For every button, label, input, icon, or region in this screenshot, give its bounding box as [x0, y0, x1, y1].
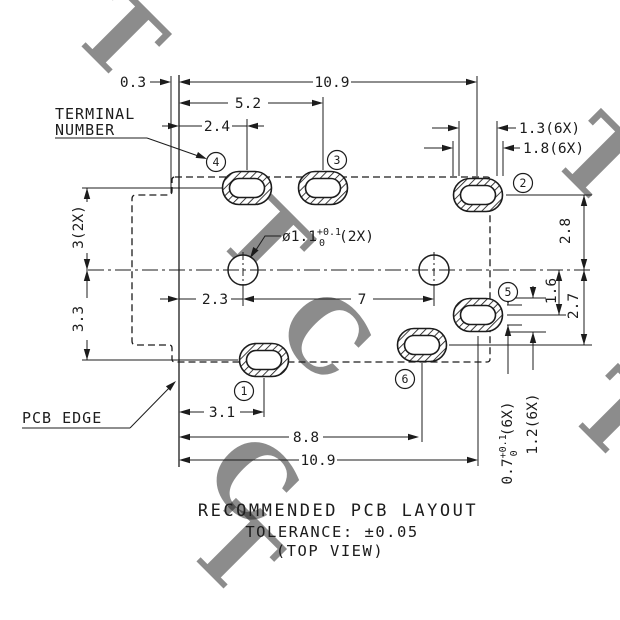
pad-slot-1 — [245, 349, 283, 371]
dim-slot-width: 1.3(6X) — [519, 121, 580, 137]
dimension-arrow — [168, 295, 179, 303]
watermark-letter: T — [549, 347, 620, 483]
dimension-arrow — [580, 334, 588, 345]
dimension-arrow — [83, 270, 91, 281]
dimension-arrow — [179, 433, 190, 441]
dimension-arrow — [555, 304, 563, 315]
dim-pad-width: 1.8(6X) — [523, 141, 584, 157]
dimension-arrow — [423, 295, 434, 303]
watermark-letter: C — [255, 265, 395, 405]
terminal-circle-1 — [233, 380, 255, 402]
terminal-number-label: TERMINAL — [55, 105, 135, 123]
dimension-arrow — [168, 122, 179, 130]
dimension-arrow — [580, 270, 588, 281]
terminal-number-leader — [146, 137, 205, 159]
dimension-lines — [22, 78, 588, 464]
dim-hole-pitch: 7 — [358, 292, 367, 308]
solder-pads — [221, 170, 504, 378]
dim-top-width: 10.9 — [315, 75, 350, 91]
dim-pad6-y: 2.7 — [566, 293, 582, 319]
terminal-number: 3 — [334, 153, 341, 167]
tspan: +0.1 — [498, 434, 509, 458]
dimension-arrow — [83, 188, 91, 199]
pad-slot-2 — [459, 184, 497, 206]
dim-row-bottom: 3.3 — [71, 306, 87, 332]
terminal-circle-6 — [394, 368, 416, 390]
dimension-arrow — [83, 349, 91, 360]
watermark-letter: T — [532, 92, 620, 228]
dimension-arrow — [466, 78, 477, 86]
terminal-number: 5 — [505, 285, 512, 299]
terminal-circles: 1 2 3 4 5 6 — [205, 149, 534, 402]
tspan: (2X) — [339, 229, 374, 245]
terminal-number: 2 — [520, 176, 527, 190]
dimension-arrow — [408, 433, 419, 441]
pad-slot-4 — [228, 177, 266, 199]
dim-pad2-y: 2.8 — [558, 218, 574, 244]
tspan: (6X) — [500, 401, 516, 436]
component-outline — [131, 176, 491, 363]
dimension-arrow — [448, 124, 459, 132]
dimension-arrow — [503, 144, 514, 152]
pcb-edge-leader — [129, 383, 174, 429]
title-line1: RECOMMENDED PCB LAYOUT — [198, 501, 478, 521]
dimension-arrow — [243, 295, 254, 303]
terminal-circle-4 — [205, 151, 227, 173]
dimension-arrow — [165, 381, 176, 391]
dimension-arrow — [179, 99, 190, 107]
title-line3: (TOP VIEW) — [276, 542, 384, 560]
terminal-circle-3 — [326, 149, 348, 171]
dim-pad4-x: 2.4 — [204, 119, 230, 135]
dimension-arrow — [580, 259, 588, 270]
terminal-number: 6 — [402, 372, 409, 386]
dim-bottom-width: 10.9 — [301, 453, 336, 469]
dimension-arrow — [529, 287, 537, 298]
dimension-arrow — [179, 456, 190, 464]
tspan: 0.7 — [500, 458, 516, 484]
tspan: 0 — [319, 238, 325, 249]
dimension-arrow — [467, 456, 478, 464]
dim-pad5-y: 1.6 — [544, 278, 560, 304]
dimension-arrow — [179, 78, 190, 86]
terminal-number-label: NUMBER — [55, 121, 115, 139]
tspan: +0.1 — [317, 227, 341, 238]
title-line2: TOLERANCE: ±0.05 — [245, 523, 418, 541]
pad-slot-6 — [403, 334, 441, 356]
dimension-arrow — [555, 270, 563, 281]
dimension-arrow — [529, 332, 537, 343]
pcb-edge-label: PCB EDGE — [22, 409, 102, 427]
dimension-arrow — [497, 124, 508, 132]
dim-slot-height: 0.7+0.10 (6X) — [498, 401, 520, 484]
terminal-number: 1 — [241, 384, 248, 398]
dim-left-offset: 0.3 — [120, 75, 146, 91]
dim-pad-height: 1.2(6X) — [525, 393, 541, 454]
dimension-arrow — [580, 195, 588, 206]
dim-row-top: 3(2X) — [71, 205, 87, 249]
dim-pad3-x: 5.2 — [235, 96, 261, 112]
dimension-arrow — [442, 144, 453, 152]
dimension-arrow — [312, 99, 323, 107]
tspan: 0 — [509, 450, 520, 456]
dimension-arrow — [179, 408, 190, 416]
dimension-arrow — [160, 78, 171, 86]
terminal-circle-5 — [497, 281, 519, 303]
dim-hole-x: 2.3 — [202, 292, 228, 308]
dimension-arrow — [504, 325, 512, 336]
pad-slot-3 — [304, 177, 342, 199]
dimension-arrow — [250, 247, 259, 258]
dim-pad1-x: 3.1 — [209, 405, 235, 421]
dimension-arrow — [195, 152, 207, 159]
dimension-arrow — [83, 259, 91, 270]
terminal-circle-2 — [512, 172, 534, 194]
component-body-outline — [131, 176, 491, 363]
dimension-arrow — [247, 122, 258, 130]
terminal-number: 4 — [213, 155, 220, 169]
tspan: ø1.1 — [282, 229, 317, 245]
dim-pad6-x: 8.8 — [293, 430, 319, 446]
pad-slot-5 — [459, 304, 497, 326]
dimension-arrow — [253, 408, 264, 416]
